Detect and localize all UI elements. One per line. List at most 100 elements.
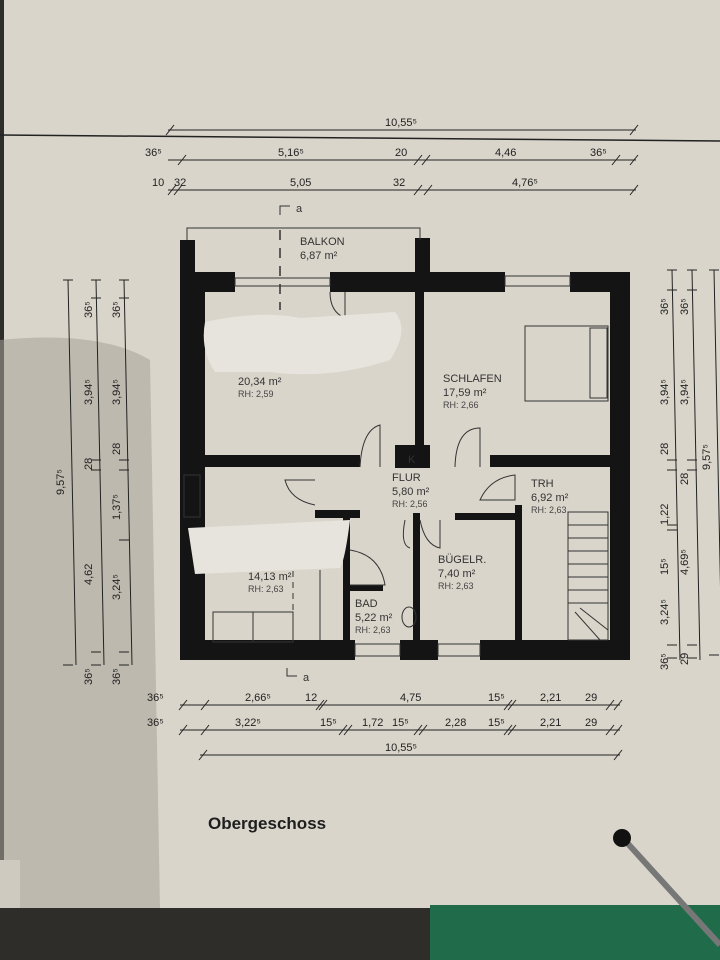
border-line bbox=[0, 134, 720, 142]
dimension-label: 32 bbox=[393, 177, 405, 189]
dimension-line bbox=[67, 279, 77, 666]
dimension-label: 9,57⁵ bbox=[55, 469, 67, 495]
paper-patch bbox=[203, 312, 402, 375]
dimension-label: 32 bbox=[174, 177, 186, 189]
dimension-label: 36⁵ bbox=[147, 717, 164, 729]
paper-patch bbox=[188, 520, 350, 574]
dimension-label: 15⁵ bbox=[392, 717, 409, 729]
dimension-label: 15⁵ bbox=[320, 717, 337, 729]
dimension-tick bbox=[338, 724, 348, 736]
dimension-tick bbox=[178, 724, 188, 736]
dimension-tick bbox=[315, 699, 325, 711]
dimension-label: 3,24⁵ bbox=[111, 574, 123, 600]
room-height: RH: 2,63 bbox=[531, 505, 567, 515]
dimension-tick bbox=[173, 184, 183, 196]
dimension-label: 3,24⁵ bbox=[659, 599, 671, 625]
dimension-label: 10 bbox=[152, 177, 164, 189]
dimension-label: 2,28 bbox=[445, 717, 466, 729]
dimension-tick bbox=[629, 184, 639, 196]
dimension-label: 3,22⁵ bbox=[235, 717, 261, 729]
dimension-label: 36⁵ bbox=[679, 298, 691, 315]
dimension-label: 36⁵ bbox=[145, 147, 162, 159]
dimension-tick bbox=[611, 154, 621, 166]
dimension-tick bbox=[413, 184, 423, 196]
dimension-label: 10,55⁵ bbox=[385, 742, 417, 754]
dimension-label: 29 bbox=[585, 692, 597, 704]
dimension-tick bbox=[177, 154, 187, 166]
section-marker: a bbox=[296, 203, 303, 215]
dimension-label: 36⁵ bbox=[147, 692, 164, 704]
room-area: 7,40 m² bbox=[438, 568, 476, 580]
dimension-tick bbox=[200, 699, 210, 711]
dimension-tick bbox=[613, 724, 623, 736]
dimension-label: 1,72 bbox=[362, 717, 383, 729]
dimension-line bbox=[671, 269, 681, 661]
dimension-label: 29 bbox=[585, 717, 597, 729]
dimension-tick bbox=[165, 124, 175, 136]
room-name: FLUR bbox=[392, 472, 421, 484]
dimension-label: 4,75 bbox=[400, 692, 421, 704]
room-height: RH: 2,63 bbox=[355, 625, 391, 635]
dimension-tick bbox=[613, 699, 623, 711]
dimension-tick bbox=[507, 699, 517, 711]
dimension-line bbox=[95, 279, 105, 666]
dimension-label: 3,94⁵ bbox=[679, 379, 691, 405]
dimension-tick bbox=[413, 154, 423, 166]
dimension-label: 2,66⁵ bbox=[245, 692, 271, 704]
dimension-label: 5,05 bbox=[290, 177, 311, 189]
room-name: SCHLAFEN bbox=[443, 373, 502, 385]
dimension-tick bbox=[605, 724, 615, 736]
dimension-tick bbox=[507, 724, 517, 736]
dimension-label: 2,21 bbox=[540, 717, 561, 729]
dimension-tick bbox=[503, 724, 513, 736]
dimension-label: 36⁵ bbox=[83, 301, 95, 318]
dimension-tick bbox=[413, 724, 423, 736]
dimension-label: 36⁵ bbox=[83, 668, 95, 685]
dimension-label: 3,94⁵ bbox=[111, 379, 123, 405]
shadow bbox=[0, 337, 160, 908]
room-name: BÜGELR. bbox=[438, 554, 486, 566]
room-area: 5,22 m² bbox=[355, 612, 393, 624]
dimension-label: 28 bbox=[659, 443, 671, 455]
dimension-tick bbox=[167, 184, 177, 196]
room-area: 5,80 m² bbox=[392, 486, 430, 498]
dimension-label: 15⁵ bbox=[488, 717, 505, 729]
room-height: RH: 2,66 bbox=[443, 400, 479, 410]
dimension-label: 36⁵ bbox=[111, 301, 123, 318]
dimension-label: 28 bbox=[111, 443, 123, 455]
room-name: BALKON bbox=[300, 236, 345, 248]
room-height: RH: 2,63 bbox=[248, 584, 284, 594]
dimension-label: 36⁵ bbox=[659, 653, 671, 670]
green-clip bbox=[430, 905, 720, 960]
room-area: 17,59 m² bbox=[443, 387, 487, 399]
walls bbox=[180, 238, 630, 660]
dimension-tick bbox=[178, 699, 188, 711]
dimension-label: 4,62 bbox=[83, 564, 95, 585]
dimension-label: 1,37⁵ bbox=[111, 494, 123, 520]
binder-hole bbox=[613, 829, 631, 847]
room-area: 6,92 m² bbox=[531, 492, 569, 504]
room-area: 14,13 m² bbox=[248, 571, 292, 583]
dimension-label: 28 bbox=[83, 458, 95, 470]
chimney-label: K bbox=[408, 454, 416, 466]
page-edge bbox=[0, 860, 20, 908]
room-name: TRH bbox=[531, 478, 554, 490]
section-marker: a bbox=[303, 672, 310, 684]
room-area: 6,87 m² bbox=[300, 250, 338, 262]
dimension-tick bbox=[318, 699, 328, 711]
dimension-label: 4,46 bbox=[495, 147, 516, 159]
dimension-label: 5,16⁵ bbox=[278, 147, 304, 159]
dimension-label: 36⁵ bbox=[111, 668, 123, 685]
dimension-label: 15⁵ bbox=[488, 692, 505, 704]
dimension-label: 36⁵ bbox=[659, 298, 671, 315]
dimension-tick bbox=[423, 184, 433, 196]
dimension-tick bbox=[503, 699, 513, 711]
room-height: RH: 2,63 bbox=[438, 581, 474, 591]
dimension-line bbox=[123, 279, 133, 666]
dimension-tick bbox=[605, 699, 615, 711]
dimension-label: 28 bbox=[679, 473, 691, 485]
dimension-tick bbox=[629, 124, 639, 136]
dimension-label: 36⁵ bbox=[590, 147, 607, 159]
dimension-tick bbox=[629, 154, 639, 166]
dimension-tick bbox=[343, 724, 353, 736]
